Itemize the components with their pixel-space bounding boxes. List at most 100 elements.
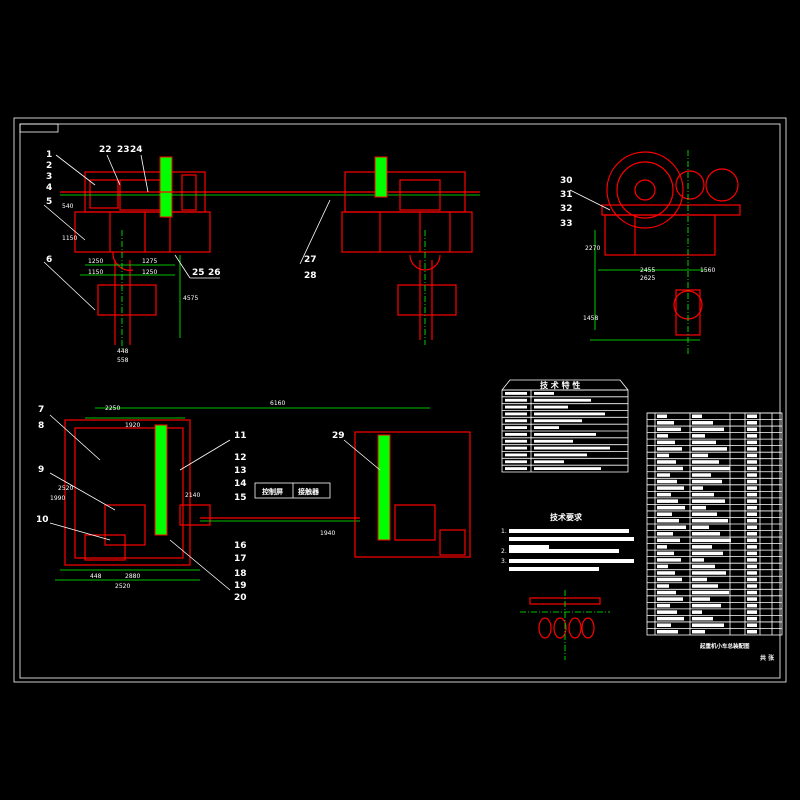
bom-cell <box>692 623 724 627</box>
bom-cell <box>657 584 669 588</box>
bom-cell <box>747 499 757 503</box>
dimension-text: 558 <box>117 357 129 364</box>
part-label: 29 <box>332 431 345 441</box>
bom-cell <box>747 505 757 510</box>
bom-cell <box>692 492 714 497</box>
part-label: 3 <box>46 172 52 182</box>
bom-cell <box>657 453 669 458</box>
front-view-left <box>60 156 480 350</box>
bom-cell <box>657 616 684 621</box>
front-view-right <box>341 156 473 345</box>
bom-cell <box>747 453 757 458</box>
bom-cell <box>692 486 703 490</box>
bom-cell <box>747 558 757 562</box>
spec-row-value <box>534 446 610 450</box>
spec-row-label <box>505 392 527 395</box>
bom-cell <box>692 603 721 608</box>
bom-cell <box>747 590 757 595</box>
dimension-text: 448 <box>90 573 102 580</box>
bom-cell <box>747 479 757 484</box>
part-label: 1 <box>46 150 52 160</box>
part-labels: 1 2 3 4 5 6 22 23 24 25 26 27 28 30 31 3… <box>36 145 573 603</box>
part-label: 4 <box>46 183 52 193</box>
part-label: 25 <box>192 268 205 278</box>
dimension-text: 2880 <box>125 573 140 580</box>
bom-cell <box>747 551 757 556</box>
bom-cell <box>747 512 757 516</box>
bom-cell <box>747 466 757 471</box>
part-label: 11 <box>234 431 247 441</box>
dimension-text: 540 <box>62 203 74 210</box>
dimension-text: 4575 <box>183 295 198 302</box>
bom-cell <box>657 427 681 432</box>
part-label: 26 <box>208 268 221 278</box>
bom-cell <box>692 584 718 588</box>
bill-of-materials: 起重机小车总装配图 共 张 <box>646 412 783 662</box>
dimensions: 540 1150 1250 1275 1150 1250 4575 448 55… <box>50 203 715 590</box>
bom-cell <box>657 564 668 569</box>
bom-cell <box>747 597 757 601</box>
spec-row-label <box>505 412 527 416</box>
bom-cell <box>747 492 757 497</box>
bom-cell <box>692 571 726 575</box>
dimension-text: 1940 <box>320 530 335 537</box>
bom-cell <box>657 440 675 445</box>
dimension-text: 1275 <box>142 258 157 265</box>
dimension-text: 1150 <box>62 235 77 242</box>
spec-row-label <box>505 460 527 464</box>
dimension-text: 1920 <box>125 422 140 429</box>
bom-cell <box>657 518 679 523</box>
spec-table-title: 技 术 特 性 <box>540 380 580 390</box>
bom-cell <box>692 434 705 438</box>
bom-cell <box>747 616 757 621</box>
dimension-text: 1150 <box>88 269 103 276</box>
bom-cell <box>657 486 684 490</box>
dimension-text: 1990 <box>50 495 65 502</box>
bom-cell <box>692 421 713 425</box>
spec-row-label <box>505 453 527 457</box>
bom-cell <box>657 525 686 530</box>
contactor-label: 接触器 <box>298 487 320 496</box>
technical-requirements: 技术要求 1. 2. 3. <box>501 512 634 571</box>
dimension-text: 1250 <box>88 258 103 265</box>
part-label: 20 <box>234 593 247 603</box>
bom-cell <box>692 473 711 477</box>
bom-cell <box>657 629 678 634</box>
bom-cell <box>657 460 676 464</box>
part-label: 24 <box>130 145 143 155</box>
bom-cell <box>692 414 702 419</box>
part-label: 18 <box>234 569 247 579</box>
bom-cell <box>657 473 670 477</box>
part-label: 13 <box>234 466 247 476</box>
bom-cell <box>657 505 685 510</box>
spec-row-value <box>534 412 605 416</box>
part-label: 31 <box>560 190 573 200</box>
bom-cell <box>692 525 709 530</box>
bom-cell <box>692 545 712 549</box>
bom-cell <box>747 623 757 627</box>
spec-row-label <box>505 419 527 423</box>
spec-row-value <box>534 419 582 423</box>
part-label: 17 <box>234 554 247 564</box>
bom-cell <box>692 564 715 569</box>
dimension-text: 2625 <box>640 275 655 282</box>
bom-cell <box>657 551 674 556</box>
bom-cell <box>657 466 683 471</box>
bom-cell <box>692 453 708 458</box>
bom-cell <box>657 414 667 419</box>
spec-row-label <box>505 433 527 436</box>
bom-cell <box>747 518 757 523</box>
bom-cell <box>657 492 671 497</box>
bom-cell <box>747 486 757 490</box>
bom-cell <box>657 590 676 595</box>
dimension-text: 2140 <box>185 492 200 499</box>
part-label: 27 <box>304 255 317 265</box>
bom-cell <box>657 571 675 575</box>
bom-cell <box>747 434 757 438</box>
bom-cell <box>657 434 668 438</box>
bom-cell <box>692 499 725 503</box>
part-label: 32 <box>560 204 573 214</box>
bom-cell <box>747 460 757 464</box>
bom-title: 起重机小车总装配图 <box>699 642 750 650</box>
part-label: 22 <box>99 145 112 155</box>
